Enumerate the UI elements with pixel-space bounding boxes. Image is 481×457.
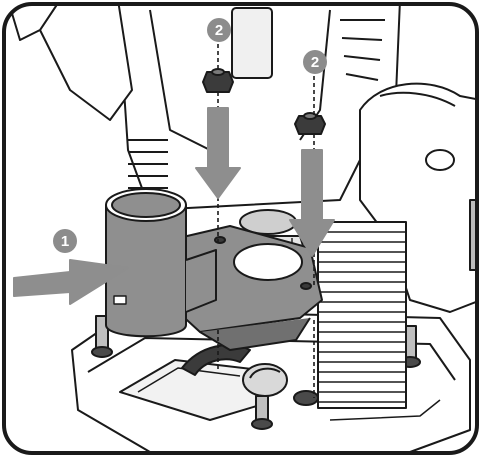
screw-left bbox=[203, 69, 233, 92]
step-badge-2-left: 2 bbox=[207, 18, 231, 42]
spring-column bbox=[318, 222, 406, 408]
step-badge-1: 1 bbox=[53, 229, 77, 253]
step-badge-2-right: 2 bbox=[303, 50, 327, 74]
screw-right bbox=[295, 113, 325, 134]
